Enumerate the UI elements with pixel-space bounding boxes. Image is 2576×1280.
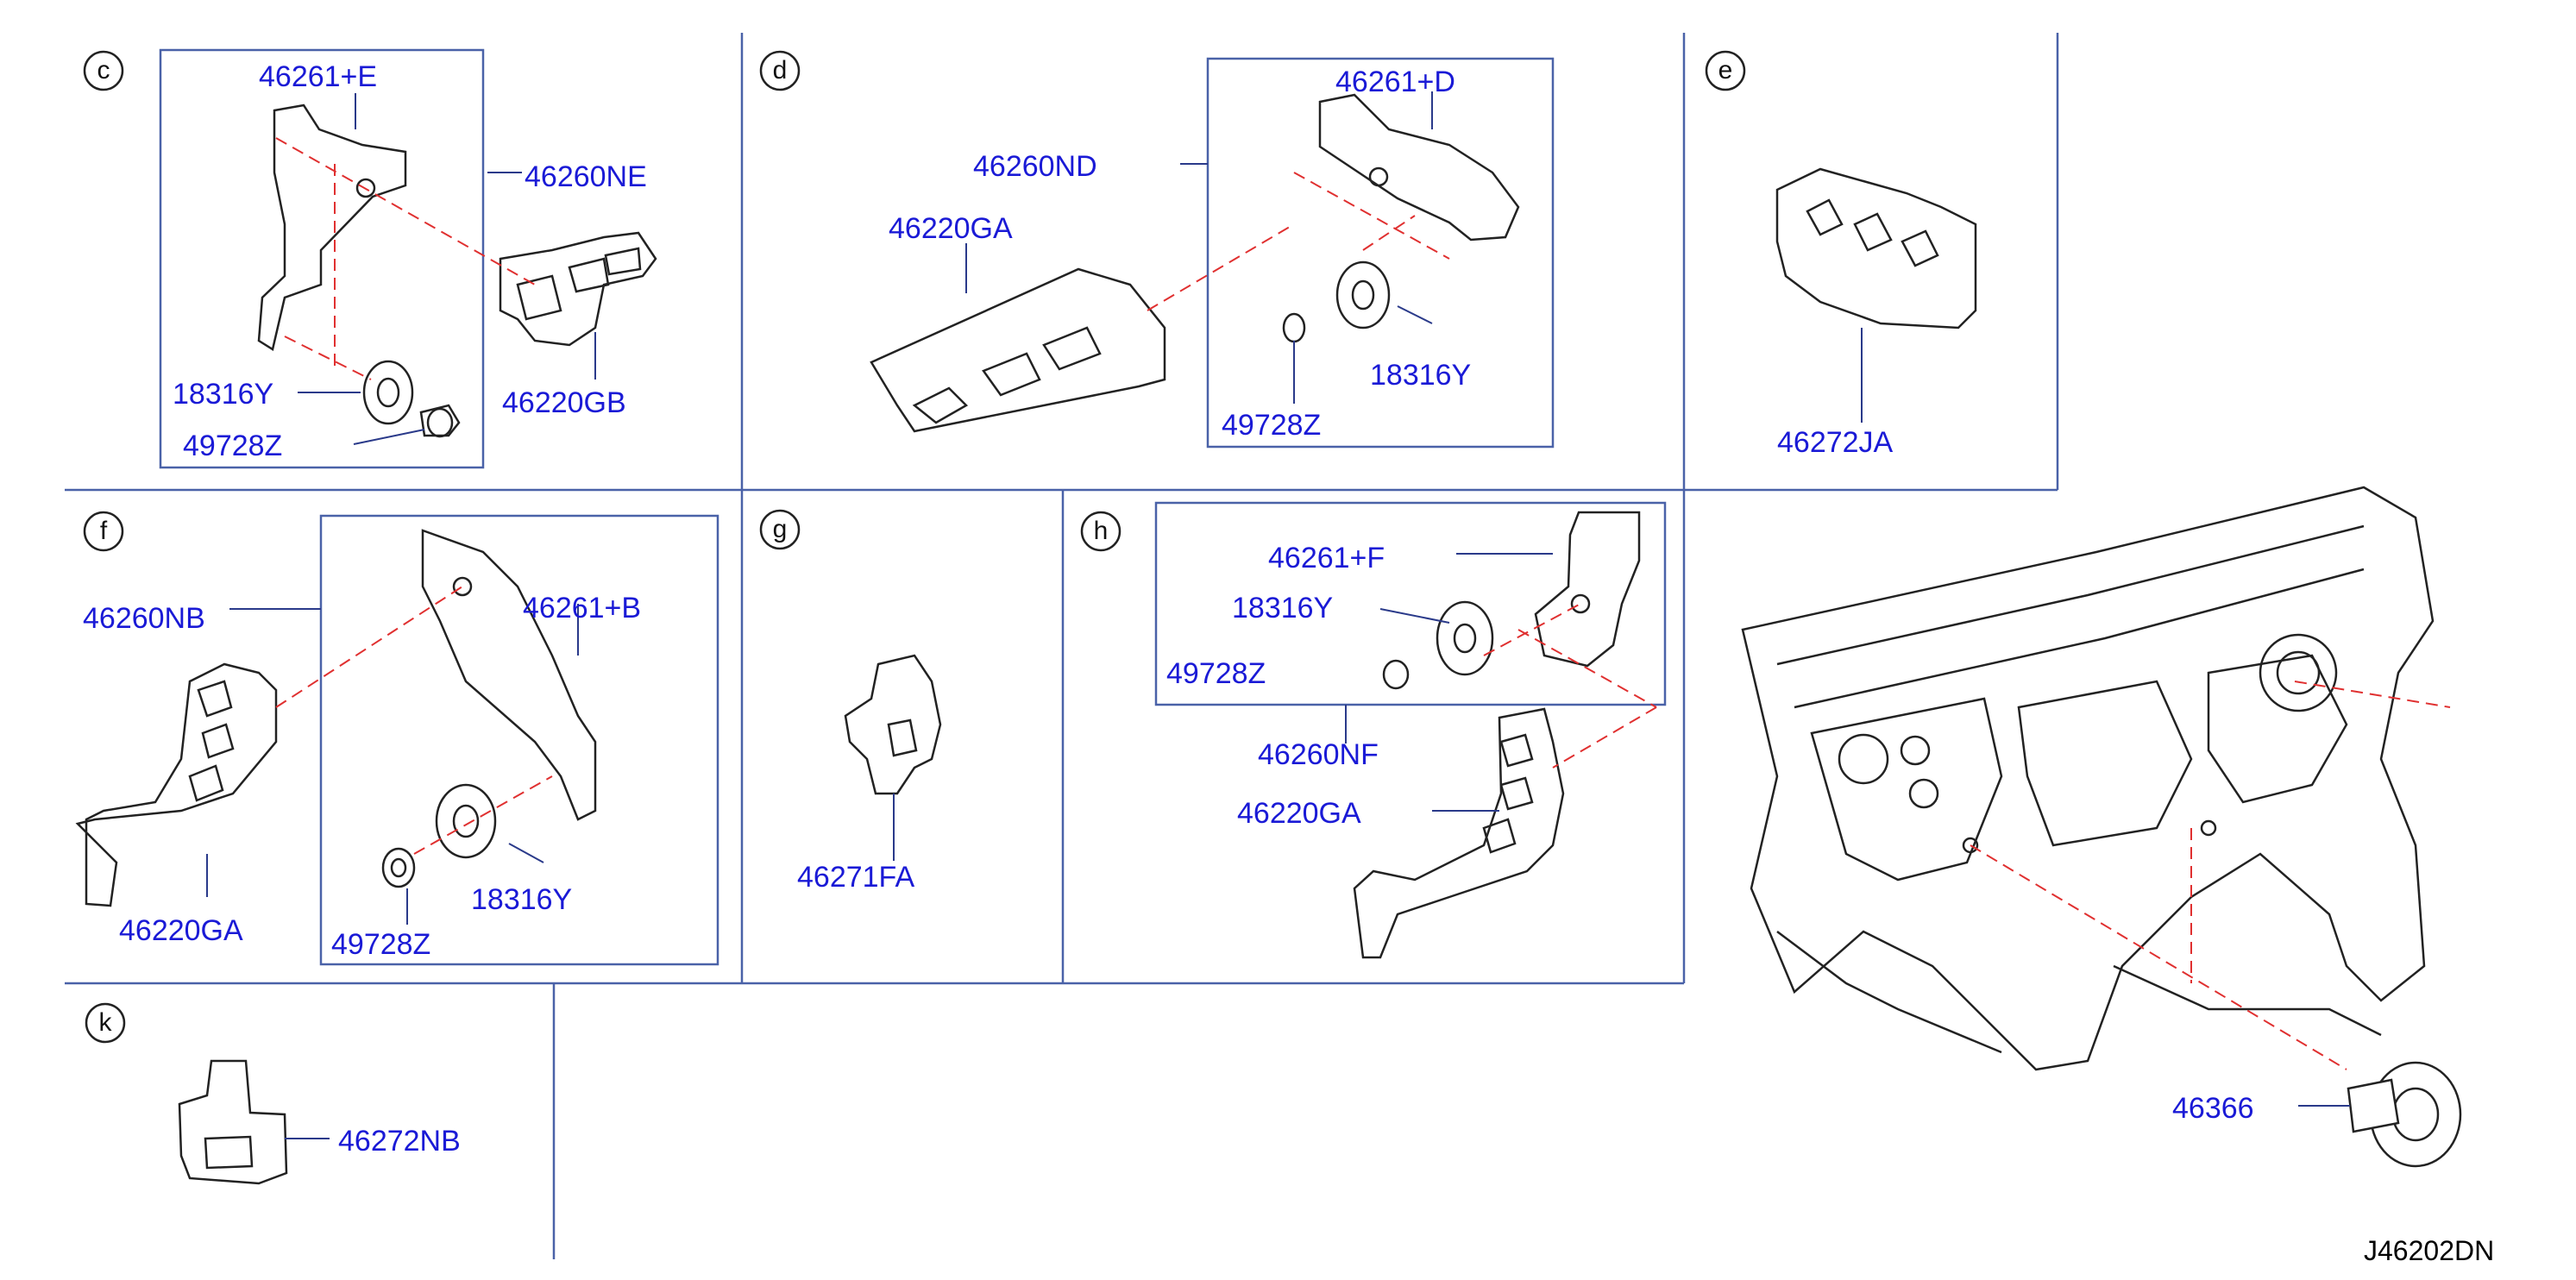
section-marker-f: f xyxy=(82,510,125,553)
bolt-49728z-f xyxy=(381,847,416,888)
panel-grid xyxy=(65,33,2059,1259)
section-c-hidden-lines xyxy=(275,137,536,380)
section-f-leaders xyxy=(206,604,579,925)
section-marker-c: c xyxy=(82,49,125,92)
section-marker-d: d xyxy=(758,49,801,92)
box-c xyxy=(159,48,485,469)
part-label-49728z-f[interactable]: 49728Z xyxy=(331,928,431,961)
section-d-drawing xyxy=(870,93,1520,433)
section-h-leaders xyxy=(1345,553,1553,812)
section-letter-f: f xyxy=(99,517,108,545)
section-h-drawing xyxy=(1353,511,1641,959)
part-label-46220ga-f[interactable]: 46220GA xyxy=(119,914,243,947)
grommet-18316y-c xyxy=(362,360,414,425)
section-marker-e: e xyxy=(1704,49,1747,92)
part-label-18316y-d[interactable]: 18316Y xyxy=(1370,359,1472,392)
dash-panel-hidden-lines xyxy=(1970,681,2451,1070)
part-label-18316y-h[interactable]: 18316Y xyxy=(1232,592,1334,624)
grommet-18316y-d xyxy=(1335,260,1391,329)
part-label-46261-d[interactable]: 46261+D xyxy=(1335,66,1455,98)
clip-46272ja xyxy=(1775,167,1977,329)
part-label-46272nb[interactable]: 46272NB xyxy=(338,1125,461,1158)
section-g-drawing xyxy=(844,654,942,795)
box-f xyxy=(319,514,719,966)
section-f-hidden-lines xyxy=(275,586,553,855)
part-label-46366[interactable]: 46366 xyxy=(2172,1092,2254,1125)
section-marker-h: h xyxy=(1079,510,1122,553)
dash-panel-drawing xyxy=(1741,486,2435,1071)
clip-46220ga-h xyxy=(1353,707,1565,959)
bolt-49728z-h xyxy=(1382,659,1410,690)
part-label-46220gb[interactable]: 46220GB xyxy=(502,386,626,419)
grommet-18316y-h xyxy=(1436,600,1494,676)
section-letter-e: e xyxy=(1718,56,1733,85)
bracket-46261-d xyxy=(1318,93,1520,242)
grommet-46366-drawing xyxy=(2347,1061,2462,1168)
part-label-46261-b[interactable]: 46261+B xyxy=(523,592,642,624)
section-c-leaders xyxy=(298,93,596,445)
dash-panel-outline xyxy=(1741,486,2435,1071)
grommet-18316y-f xyxy=(435,783,497,859)
part-label-49728z-h[interactable]: 49728Z xyxy=(1166,657,1266,690)
section-h-hidden-lines xyxy=(1483,603,1657,769)
section-d-leaders xyxy=(965,91,1433,404)
part-label-46220ga-d[interactable]: 46220GA xyxy=(889,212,1013,245)
section-letter-d: d xyxy=(772,56,788,85)
section-k-drawing xyxy=(178,1059,288,1185)
part-label-46272ja[interactable]: 46272JA xyxy=(1777,426,1894,459)
section-d-hidden-lines xyxy=(1147,172,1450,311)
section-c-drawing xyxy=(257,104,657,438)
part-label-46260nb[interactable]: 46260NB xyxy=(83,602,205,635)
box-h xyxy=(1154,501,1667,706)
section-marker-g: g xyxy=(758,508,801,551)
part-label-46220ga-h[interactable]: 46220GA xyxy=(1237,797,1361,830)
part-label-46260nf[interactable]: 46260NF xyxy=(1258,738,1379,771)
part-label-18316y-f[interactable]: 18316Y xyxy=(471,883,573,916)
box-d xyxy=(1206,57,1555,449)
section-e-drawing xyxy=(1775,167,1977,329)
part-label-49728z-d[interactable]: 49728Z xyxy=(1222,409,1322,442)
bracket-46261-f xyxy=(1534,511,1641,668)
section-f-drawing xyxy=(75,529,597,907)
diagram-code: J46202DN xyxy=(2364,1235,2495,1266)
bracket-46261-e xyxy=(257,104,407,351)
part-label-18316y-c[interactable]: 18316Y xyxy=(173,378,274,411)
sub-boxes xyxy=(159,48,1667,966)
section-marker-k: k xyxy=(84,1001,127,1045)
section-letter-h: h xyxy=(1093,517,1109,545)
section-letter-g: g xyxy=(772,515,788,543)
section-letter-c: c xyxy=(97,56,110,85)
part-label-46261-e[interactable]: 46261+E xyxy=(259,60,378,93)
section-letter-k: k xyxy=(98,1008,112,1037)
bracket-46261-b xyxy=(421,529,597,821)
part-label-49728z-c[interactable]: 49728Z xyxy=(183,430,283,462)
part-label-46260ne[interactable]: 46260NE xyxy=(525,160,647,193)
part-label-46261-f[interactable]: 46261+F xyxy=(1268,542,1385,574)
part-label-46260nd[interactable]: 46260ND xyxy=(973,150,1097,183)
part-label-46271fa[interactable]: 46271FA xyxy=(797,861,915,894)
